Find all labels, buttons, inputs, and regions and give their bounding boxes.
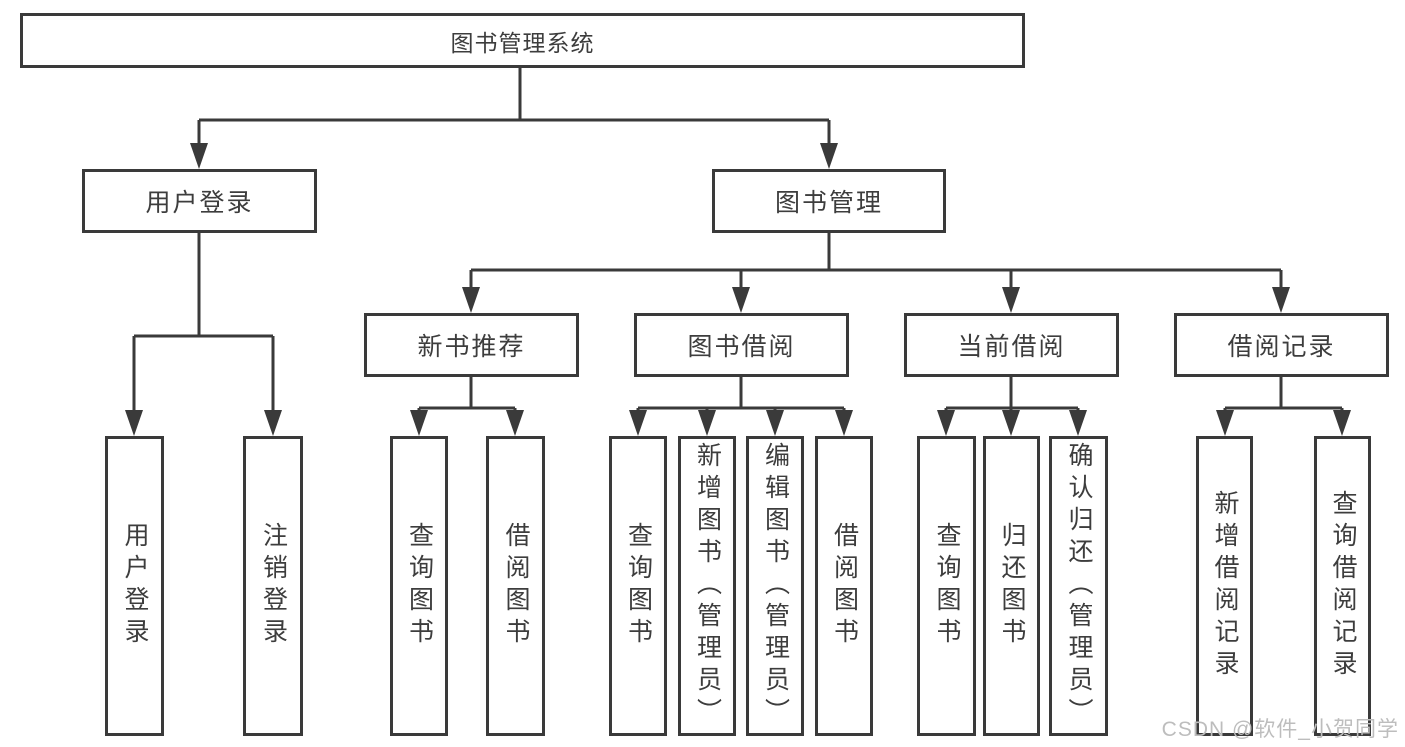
node-leaf-return-books: 归还图书 (983, 436, 1040, 736)
node-leaf-edit-books-admin: 编辑图书（管理员） (746, 436, 804, 736)
node-label: 图书借阅 (687, 333, 796, 361)
node-current-borrowing: 当前借阅 (904, 313, 1119, 377)
node-label: 图书管理系统 (450, 29, 595, 56)
node-user-login-branch: 用户登录 (82, 169, 317, 233)
node-label: 注销登录 (259, 522, 288, 650)
node-book-borrowing: 图书借阅 (634, 313, 849, 377)
node-leaf-add-books-admin: 新增图书（管理员） (678, 436, 736, 736)
node-label: 用户登录 (121, 522, 149, 650)
node-leaf-query-books-borrowing: 查询图书 (609, 436, 667, 736)
node-label: 查询图书 (933, 522, 961, 650)
node-leaf-logout: 注销登录 (243, 436, 303, 736)
node-borrowing-records: 借阅记录 (1174, 313, 1389, 377)
node-leaf-add-borrow-record: 新增借阅记录 (1196, 436, 1253, 736)
node-label: 查询图书 (624, 522, 653, 650)
node-label: 查询图书 (405, 522, 434, 650)
node-leaf-query-borrow-record: 查询借阅记录 (1314, 436, 1371, 736)
node-label: 当前借阅 (957, 333, 1066, 361)
node-leaf-query-books-newbooks: 查询图书 (390, 436, 448, 736)
node-leaf-confirm-return-admin: 确认归还（管理员） (1049, 436, 1108, 736)
node-label: 确认归还（管理员） (1065, 442, 1093, 730)
arrowhead-icons (125, 143, 1351, 436)
node-label: 新书推荐 (417, 333, 526, 361)
node-label: 查询借阅记录 (1329, 490, 1357, 682)
node-book-management-branch: 图书管理 (712, 169, 946, 233)
node-leaf-borrow-books-borrowing: 借阅图书 (815, 436, 873, 736)
node-label: 借阅图书 (502, 522, 530, 650)
node-leaf-query-books-current: 查询图书 (917, 436, 976, 736)
node-label: 借阅记录 (1227, 333, 1336, 361)
node-label: 新增图书（管理员） (693, 442, 722, 730)
node-label: 用户登录 (145, 189, 254, 217)
node-label: 借阅图书 (830, 522, 859, 650)
node-label: 新增借阅记录 (1211, 490, 1239, 682)
node-label: 归还图书 (998, 522, 1026, 650)
csdn-watermark: CSDN @软件_小贺同学 (1161, 718, 1399, 741)
node-leaf-borrow-books-newbooks: 借阅图书 (486, 436, 545, 736)
node-leaf-user-login: 用户登录 (105, 436, 164, 736)
node-new-book-recommend: 新书推荐 (364, 313, 579, 377)
node-label: 编辑图书（管理员） (761, 442, 790, 730)
node-label: 图书管理 (774, 189, 883, 217)
node-system-root: 图书管理系统 (20, 13, 1025, 68)
